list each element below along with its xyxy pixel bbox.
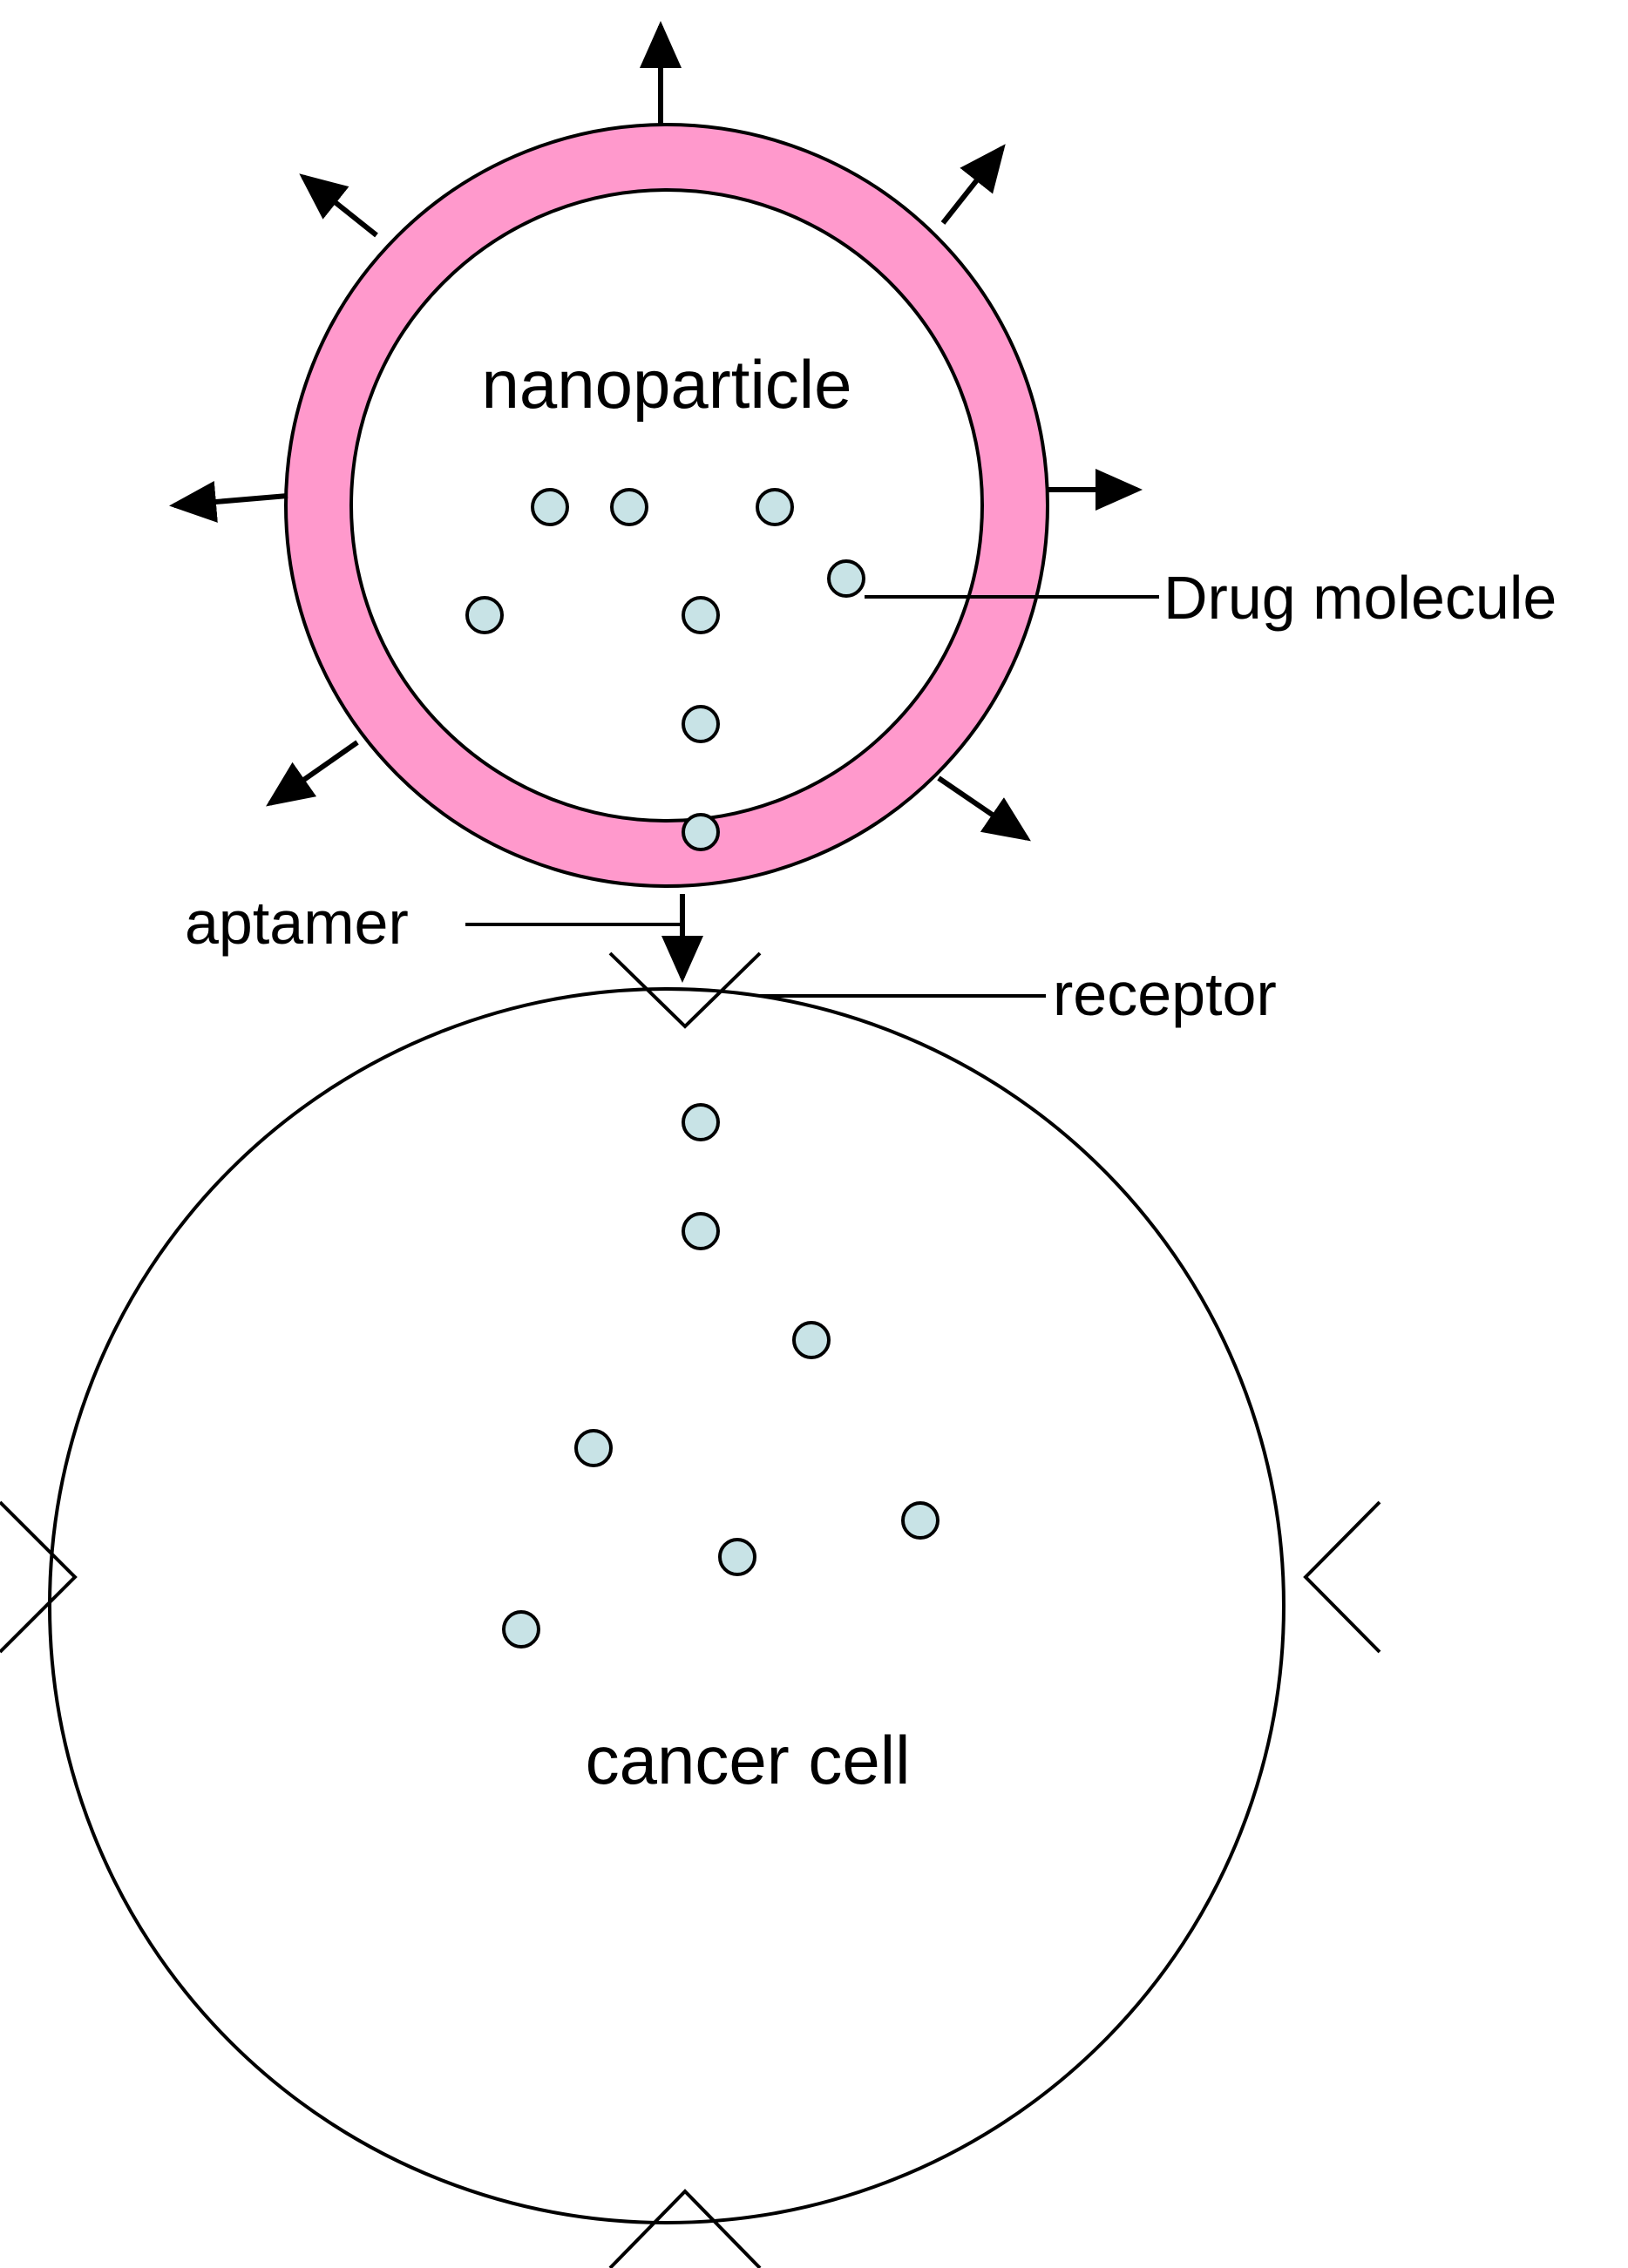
receptor-top <box>608 951 762 1029</box>
aptamer-label: aptamer <box>185 889 409 957</box>
drug-molecule <box>531 488 569 526</box>
nanoparticle <box>284 123 1049 888</box>
cancer-cell <box>48 987 1285 2224</box>
receptor-right <box>1303 1500 1381 1654</box>
release-arrow-down-right <box>937 775 1031 842</box>
nanoparticle-label: nanoparticle <box>482 346 852 423</box>
drug-molecule <box>465 596 504 634</box>
drug-molecule <box>682 596 720 634</box>
nanoparticle-core <box>349 188 984 823</box>
drug-molecule <box>574 1429 613 1467</box>
drug-molecule <box>756 488 794 526</box>
drug-molecule <box>901 1501 939 1540</box>
aptamer-drug-molecule <box>682 813 720 851</box>
release-arrows <box>169 21 1143 842</box>
release-arrow-left <box>169 481 288 523</box>
receptor-left <box>0 1500 78 1654</box>
receptor-label: receptor <box>1053 960 1277 1028</box>
release-arrow-down-left <box>266 740 359 807</box>
cancer-cell-label: cancer cell <box>586 1722 911 1798</box>
drug-molecule <box>718 1538 756 1576</box>
receptors <box>0 951 1381 2268</box>
drug-molecule <box>792 1321 831 1359</box>
drug-molecule-label: Drug molecule <box>1163 564 1557 632</box>
release-arrow-up-right <box>940 144 1006 225</box>
drug-molecule <box>610 488 648 526</box>
leader-lines <box>465 595 1159 998</box>
drug-molecule <box>502 1610 540 1649</box>
release-arrow-up-left <box>299 173 378 238</box>
nanoparticle-drug-molecules <box>465 488 865 851</box>
receptor-bottom <box>608 2189 762 2268</box>
drug-molecule <box>682 705 720 743</box>
drug-molecule <box>682 1103 720 1141</box>
drug-molecule <box>827 559 865 598</box>
cell-drug-molecules <box>502 1103 939 1649</box>
drug-molecule <box>682 1212 720 1250</box>
